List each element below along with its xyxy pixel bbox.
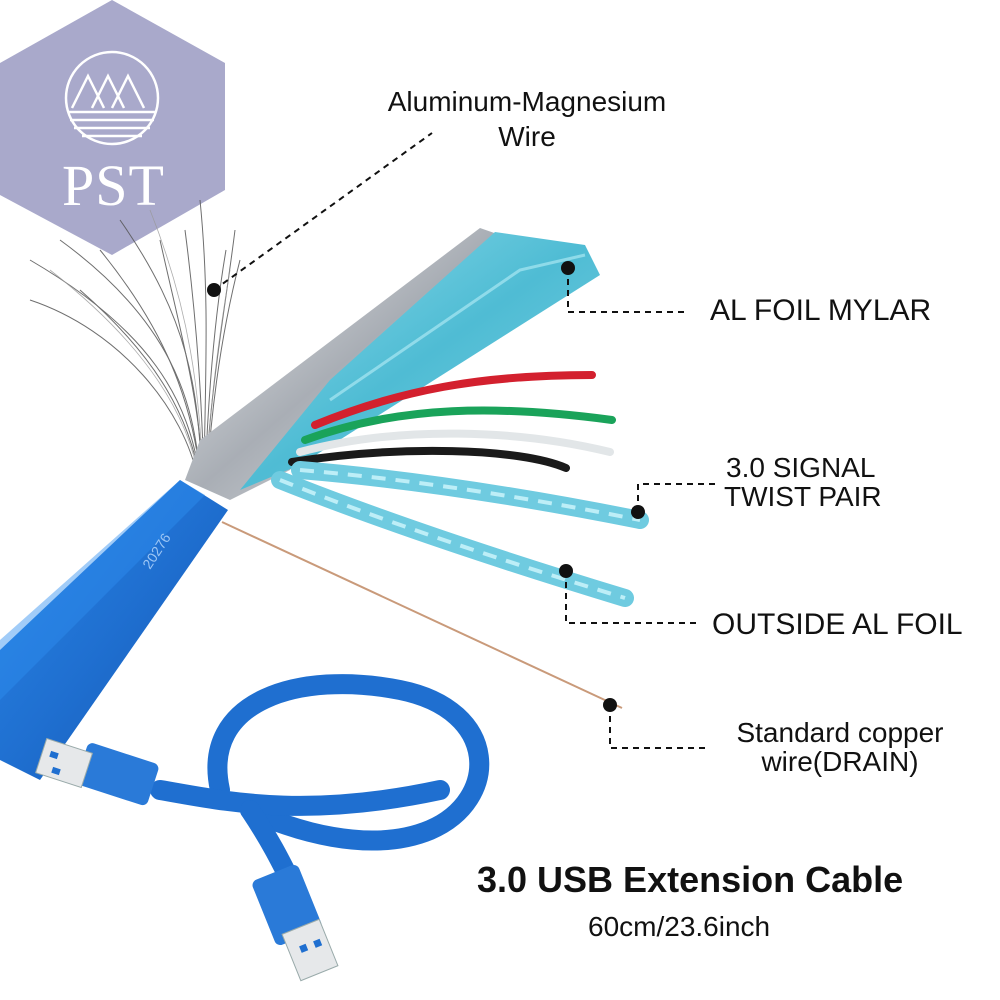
product-title: 3.0 USB Extension Cable bbox=[477, 859, 904, 900]
callout-dots bbox=[207, 261, 645, 712]
label-drain-line1: Standard copper bbox=[736, 717, 944, 748]
wire-green bbox=[301, 406, 616, 444]
wire-white bbox=[296, 429, 614, 456]
label-outside-al-foil: OUTSIDE AL FOIL bbox=[712, 608, 963, 641]
drain-wire bbox=[221, 521, 623, 709]
label-aluminum-magnesium: Aluminum-Magnesium Wire bbox=[367, 88, 687, 151]
wire-red bbox=[311, 371, 596, 429]
label-al-foil-mylar: AL FOIL MYLAR bbox=[710, 294, 932, 327]
label-aluminum-magnesium-line2: Wire bbox=[498, 121, 556, 152]
label-drain-wire: Standard copper wire(DRAIN) bbox=[715, 719, 965, 776]
label-signal-twist-pair: 3.0 SIGNAL TWIST PAIR bbox=[724, 454, 882, 511]
wire-black bbox=[288, 446, 570, 472]
mountain-water-circle-icon bbox=[64, 50, 160, 146]
label-drain-line2: wire(DRAIN) bbox=[761, 746, 919, 777]
usb-extension-cable bbox=[34, 674, 490, 982]
al-foil-mylar bbox=[240, 232, 600, 490]
cable-jacket bbox=[0, 480, 228, 780]
label-signal-line1: 3.0 SIGNAL bbox=[726, 452, 876, 483]
brand-logo-text: PST bbox=[62, 153, 165, 218]
silver-foil bbox=[185, 228, 500, 500]
product-length: 60cm/23.6inch bbox=[588, 911, 771, 942]
label-signal-line2: TWIST PAIR bbox=[724, 481, 882, 512]
leader-lines bbox=[213, 132, 715, 749]
label-aluminum-magnesium-line1: Aluminum-Magnesium bbox=[387, 86, 667, 117]
outside-al-foil-pair bbox=[271, 471, 634, 607]
